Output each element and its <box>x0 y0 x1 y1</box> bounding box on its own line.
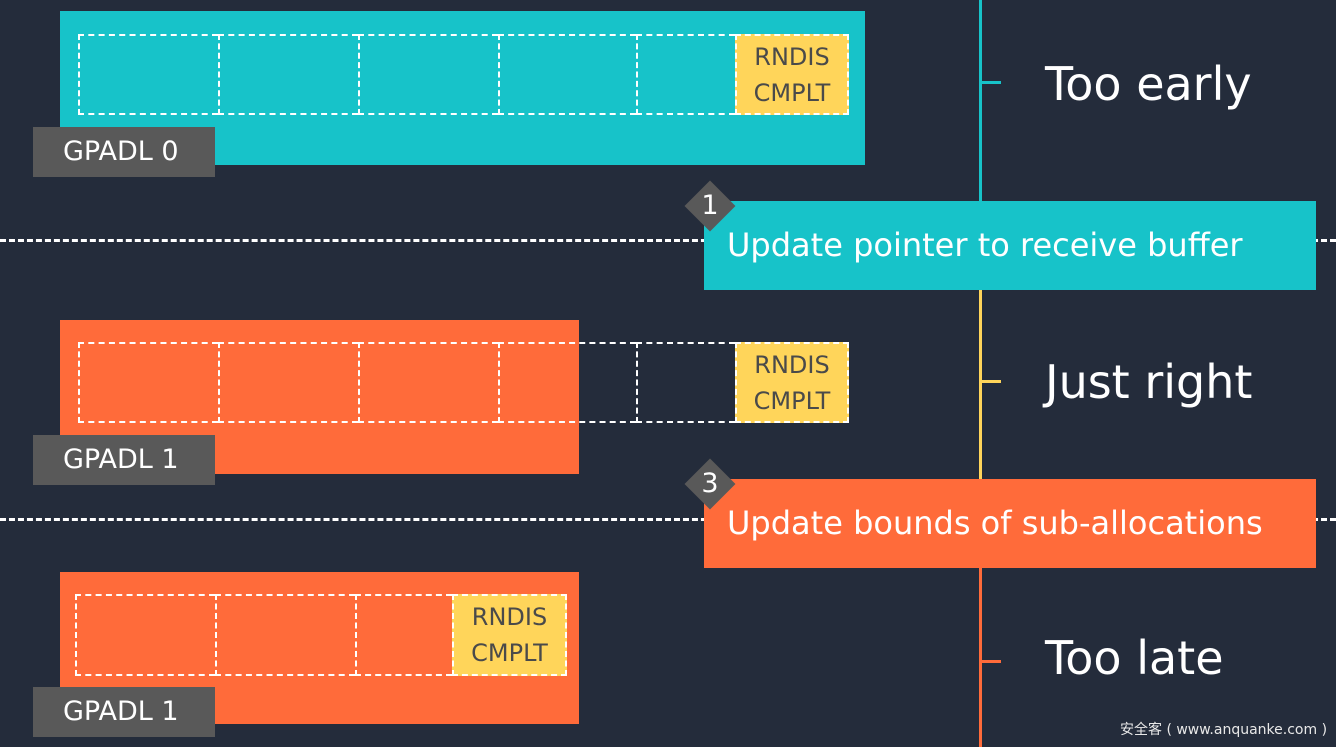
buffer-cell <box>355 594 452 676</box>
brace-tick-right <box>981 380 1001 383</box>
timeline-segment-late <box>979 568 982 747</box>
cmplt-text: CMPLT <box>753 79 831 107</box>
buffer-cell <box>75 594 215 676</box>
rndis-cmplt-buffer: RNDIS CMPLT <box>735 342 849 423</box>
rndis-text: RNDIS <box>754 351 830 379</box>
buffer-cell <box>498 342 636 423</box>
rndis-text: RNDIS <box>754 43 830 71</box>
cmplt-text: CMPLT <box>753 387 831 415</box>
buffer-cell <box>218 342 358 423</box>
cmplt-text: CMPLT <box>471 639 548 667</box>
watermark: 安全客 ( www.anquanke.com ) <box>1120 722 1328 738</box>
brace-tick-early <box>981 81 1001 84</box>
buffer-cell <box>636 34 735 115</box>
gpadl-label: GPADL 1 <box>33 687 215 737</box>
rndis-cmplt-buffer: RNDIS CMPLT <box>452 594 567 676</box>
step-box-3: Update bounds of sub-allocations <box>704 479 1316 568</box>
buffer-cell <box>358 342 498 423</box>
gpadl-label: GPADL 1 <box>33 435 215 485</box>
state-label-too-early: Too early <box>1045 57 1252 111</box>
step-number: 1 <box>701 190 719 221</box>
buffer-cell <box>636 342 735 423</box>
timeline-segment-right <box>979 290 982 479</box>
state-label-just-right: Just right <box>1045 355 1253 409</box>
dashed-divider <box>0 239 1336 242</box>
dashed-divider <box>0 518 1336 521</box>
buffer-cell <box>498 34 636 115</box>
buffer-cell <box>78 34 218 115</box>
buffer-cell <box>78 342 218 423</box>
step-number: 3 <box>701 468 719 499</box>
state-label-too-late: Too late <box>1045 631 1224 685</box>
rndis-cmplt-buffer: RNDIS CMPLT <box>735 34 849 115</box>
brace-tick-late <box>981 660 1001 663</box>
gpadl-label: GPADL 0 <box>33 127 215 177</box>
step-box-1: Update pointer to receive buffer <box>704 201 1316 290</box>
buffer-cell <box>218 34 358 115</box>
timeline-segment-early <box>979 0 982 201</box>
buffer-cell <box>215 594 355 676</box>
rndis-text: RNDIS <box>471 603 548 631</box>
buffer-cell <box>358 34 498 115</box>
